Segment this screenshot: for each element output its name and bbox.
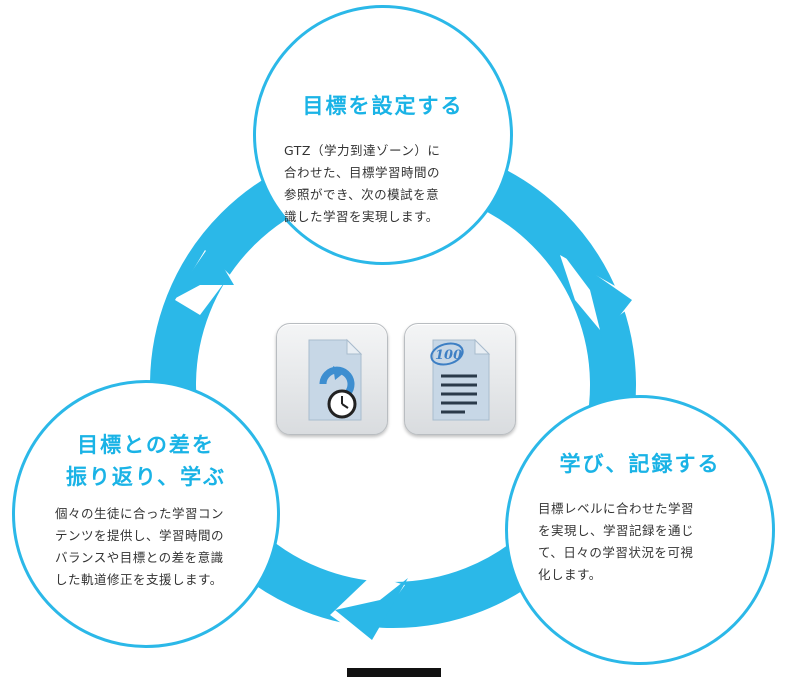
step-description: 個々の生徒に合った学習コン テンツを提供し、学習時間の バランスや目標との差を意… — [55, 506, 225, 587]
arrow-head-right — [560, 250, 632, 338]
step-title: 学び、記録する — [559, 452, 721, 476]
bottom-bar — [347, 668, 441, 677]
document-refresh-clock-icon — [276, 323, 388, 435]
arrow-head-left — [172, 245, 234, 300]
step-circle-learn-record: 学び、記録する 目標レベルに合わせた学習 を実現し、学習記録を通じ て、日々の学… — [505, 395, 775, 665]
score-text: 100 — [435, 348, 462, 363]
document-score-100-icon: 100 — [404, 323, 516, 435]
step-description: GTZ（学力到達ゾーン）に 合わせた、目標学習時間の 参照ができ、次の模試を意 … — [284, 143, 441, 224]
arrow-head-bottom — [335, 578, 408, 640]
step-title: 目標との差を 振り返り、学ぶ — [65, 433, 227, 489]
step-title: 目標を設定する — [302, 94, 464, 118]
step-circle-set-goal: 目標を設定する GTZ（学力到達ゾーン）に 合わせた、目標学習時間の 参照ができ… — [253, 5, 513, 265]
step-description: 目標レベルに合わせた学習 を実現し、学習記録を通じ て、日々の学習状況を可視 化… — [538, 501, 695, 582]
step-circle-review: 目標との差を 振り返り、学ぶ 個々の生徒に合った学習コン テンツを提供し、学習時… — [12, 380, 280, 648]
